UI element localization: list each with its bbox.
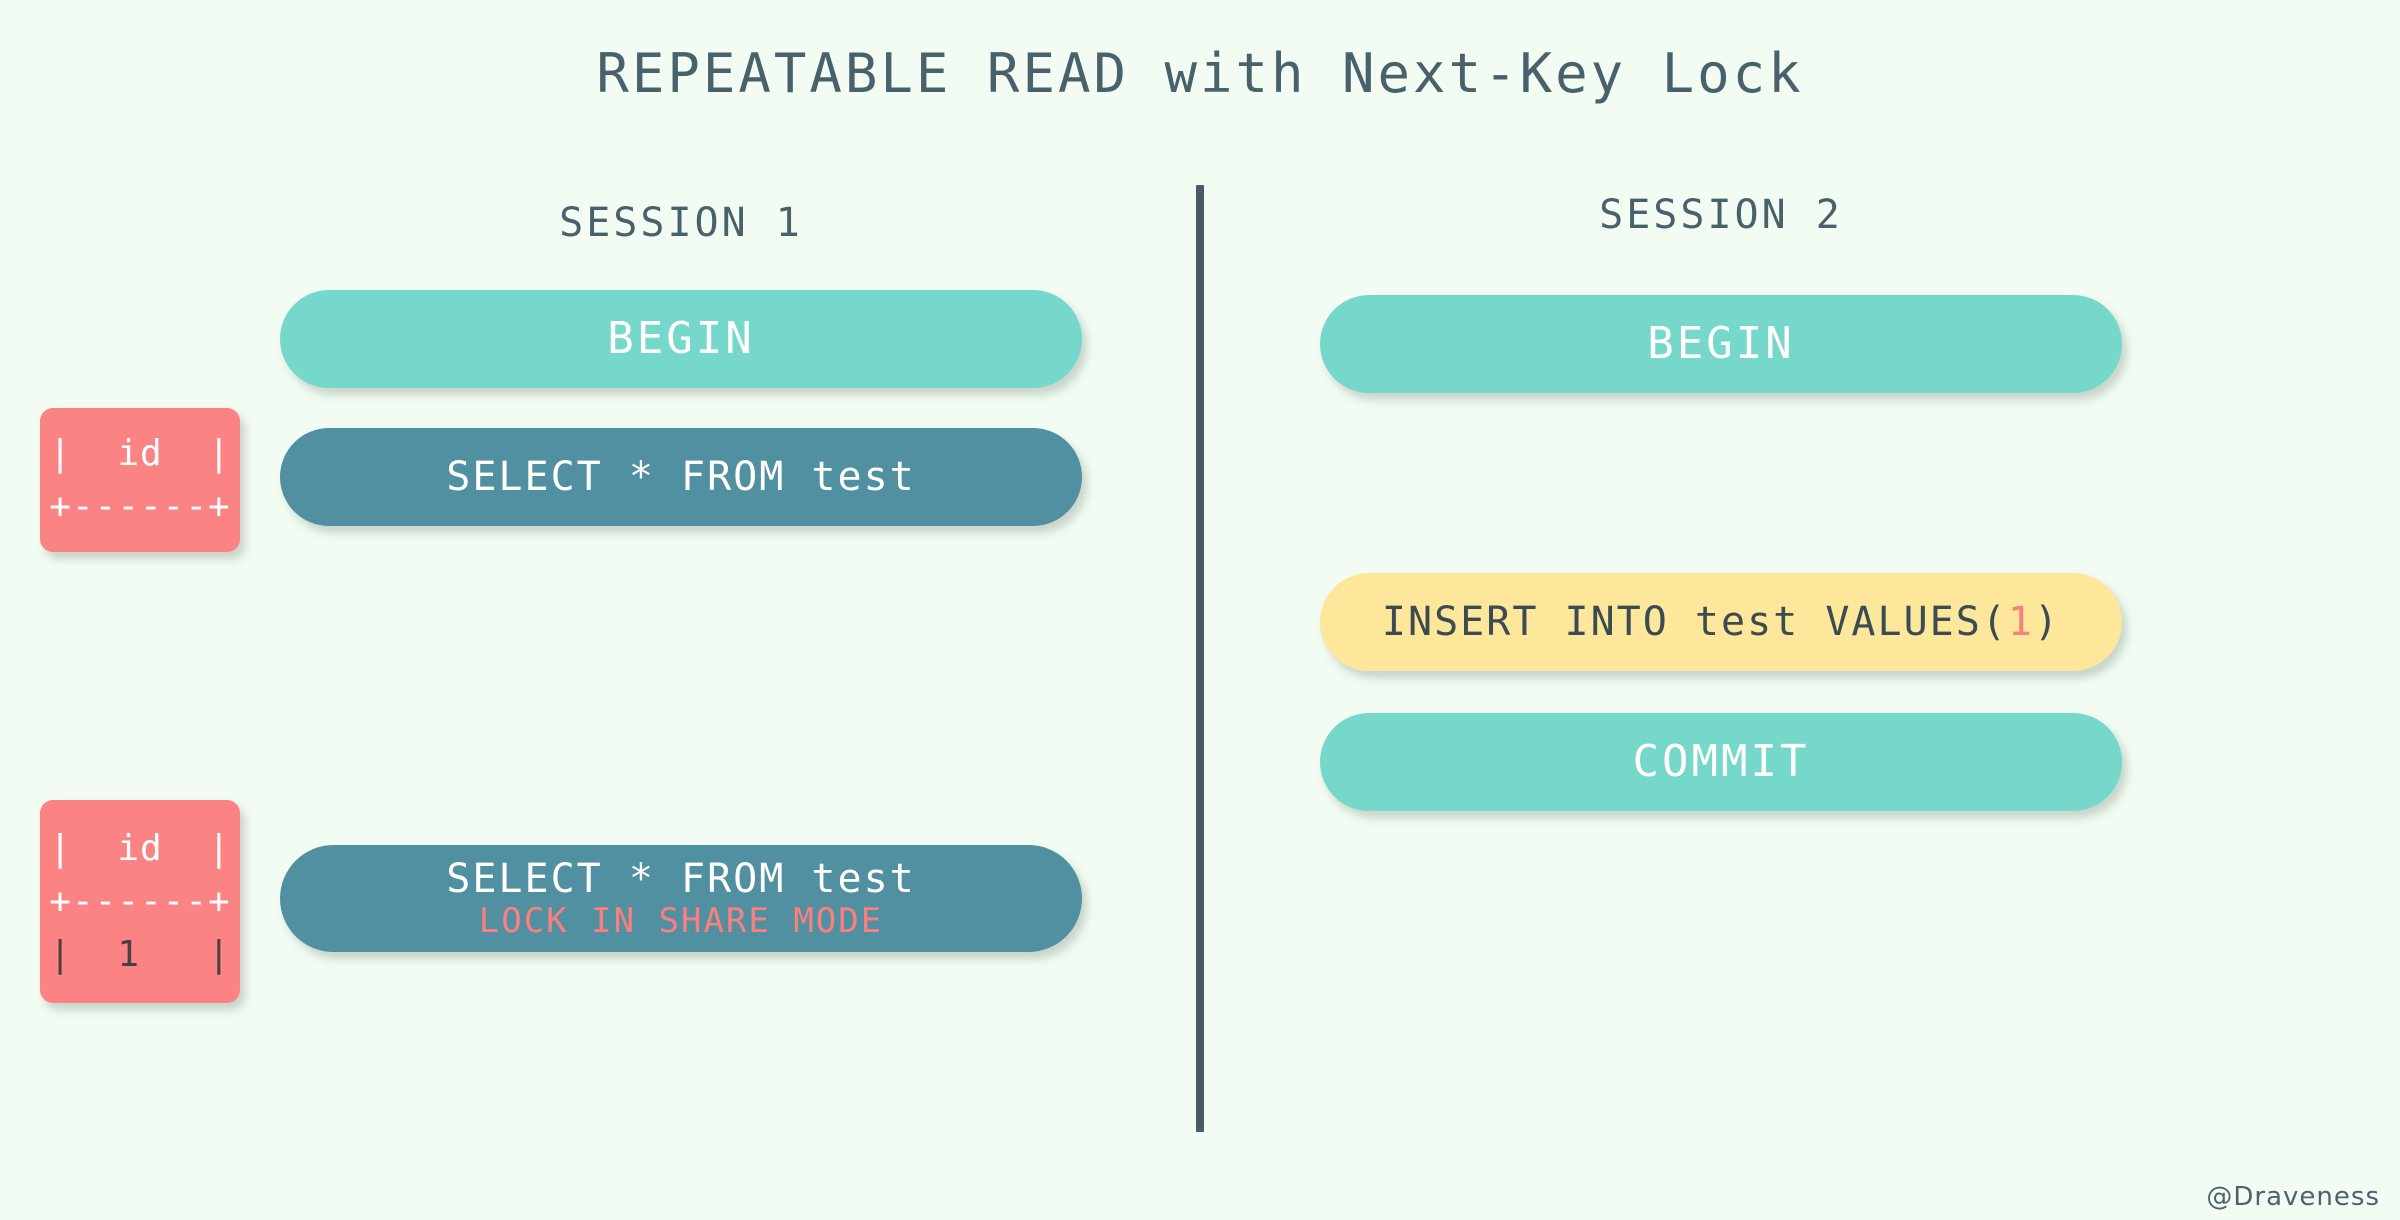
statement-text-value: 1 xyxy=(2007,598,2034,645)
statement-text: COMMIT xyxy=(1632,736,1810,788)
statement-text: BEGIN xyxy=(607,313,755,365)
statement-text-modifier: LOCK IN SHARE MODE xyxy=(478,900,884,941)
statement-text-prefix: INSERT INTO test VALUES( xyxy=(1381,598,2008,645)
session-1-statement-select[interactable]: SELECT * FROM test xyxy=(280,428,1082,526)
session-1-result-one-row: | id | +------+ | 1 | xyxy=(40,800,240,1003)
session-2-statement-insert[interactable]: INSERT INTO test VALUES(1) xyxy=(1320,573,2122,671)
result-row-separator: +------+ xyxy=(49,486,231,527)
result-row-value: | 1 | xyxy=(49,934,231,976)
session-1-result-empty: | id | +------+ xyxy=(40,408,240,552)
session-1-label: SESSION 1 xyxy=(559,200,803,246)
statement-text: INSERT INTO test VALUES(1) xyxy=(1381,598,2061,645)
statement-text: SELECT * FROM test xyxy=(446,453,916,500)
statement-text: SELECT * FROM test xyxy=(446,856,916,903)
result-row-header: | id | xyxy=(49,432,231,474)
session-1-statement-begin[interactable]: BEGIN xyxy=(280,290,1082,388)
statement-text-suffix: ) xyxy=(2033,598,2061,645)
result-row-separator: +------+ xyxy=(49,880,231,922)
session-1-statement-select-lock-in-share-mode[interactable]: SELECT * FROM test LOCK IN SHARE MODE xyxy=(280,845,1082,952)
page-title: REPEATABLE READ with Next-Key Lock xyxy=(596,42,1804,105)
session-2-label: SESSION 2 xyxy=(1599,192,1843,238)
author-watermark: @Draveness xyxy=(2206,1182,2380,1212)
session-divider xyxy=(1196,185,1204,1132)
result-row-header: | id | xyxy=(49,827,231,869)
session-2-statement-commit[interactable]: COMMIT xyxy=(1320,713,2122,811)
statement-text: BEGIN xyxy=(1647,318,1795,370)
session-2-statement-begin[interactable]: BEGIN xyxy=(1320,295,2122,393)
